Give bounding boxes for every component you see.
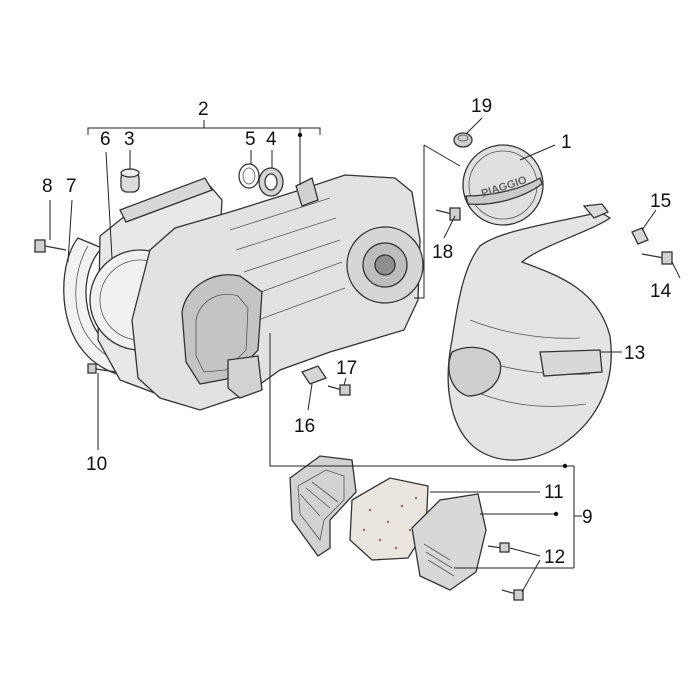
screw-part-12a <box>487 542 510 553</box>
callout-12: 12 <box>544 547 565 568</box>
callout-10: 10 <box>86 454 107 475</box>
callout-labels: 1 2 3 4 5 6 7 8 9 10 11 12 13 14 15 16 1… <box>42 96 672 568</box>
screw-part-14 <box>641 251 673 265</box>
screw-part-12b <box>501 589 524 601</box>
callout-17: 17 <box>336 358 357 379</box>
screw-part-8 <box>34 239 67 253</box>
air-duct-guard <box>447 203 612 461</box>
transmission-cover <box>131 174 424 411</box>
callout-13: 13 <box>624 343 645 364</box>
bushing-part-3 <box>120 168 140 193</box>
grommet-part-19 <box>453 132 473 148</box>
leader-lines <box>49 117 681 593</box>
bearing-part-4 <box>258 167 284 197</box>
screw-part-10 <box>87 363 117 374</box>
seal-ring-part-5 <box>238 163 260 189</box>
bracket-part-16 <box>301 365 327 385</box>
filter-cover-part <box>411 493 487 591</box>
callout-18: 18 <box>432 242 453 263</box>
callout-7: 7 <box>66 176 77 197</box>
callout-1: 1 <box>561 132 572 153</box>
callout-9: 9 <box>582 507 593 528</box>
callout-14: 14 <box>650 281 672 302</box>
callout-11: 11 <box>544 482 564 503</box>
leader-dots <box>297 132 568 517</box>
filter-housing-part <box>289 455 357 557</box>
callout-4: 4 <box>266 129 277 150</box>
callout-8: 8 <box>42 176 53 197</box>
callout-3: 3 <box>124 129 135 150</box>
callout-2: 2 <box>198 99 209 120</box>
piaggio-emblem-cover: PIAGGIO <box>462 144 544 226</box>
stud-part-18 <box>435 207 461 221</box>
clip-part-15 <box>631 227 649 245</box>
callout-16: 16 <box>294 416 315 437</box>
bolt-part-17 <box>327 384 351 396</box>
callout-6: 6 <box>100 129 111 150</box>
callout-15: 15 <box>650 191 671 212</box>
callout-5: 5 <box>245 129 256 150</box>
callout-19: 19 <box>471 96 492 117</box>
